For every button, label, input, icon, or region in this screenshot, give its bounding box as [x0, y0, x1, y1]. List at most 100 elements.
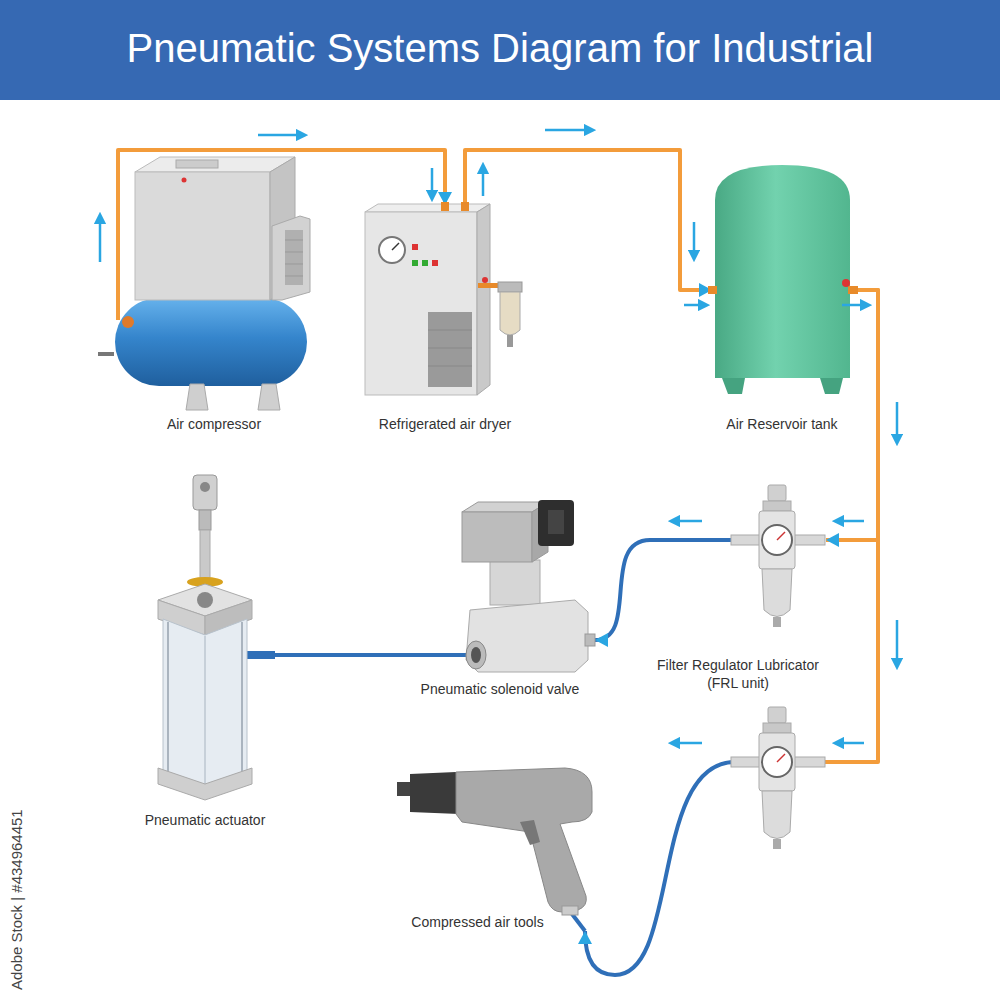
frl-unit-illustration — [650, 485, 825, 627]
pneumatic-actuator-illustration-part — [158, 768, 252, 800]
flow-arrows-part — [482, 168, 485, 196]
flow-arrows-part — [693, 222, 696, 256]
component-node: Air Reservoir tank — [712, 160, 852, 433]
air-compressor-illustration-part — [182, 178, 187, 183]
flow-arrows-part — [838, 520, 864, 523]
component-node: Compressed air tools — [395, 765, 600, 931]
component-label: Pneumatic solenoid valve — [415, 680, 585, 698]
arrow-head — [595, 633, 608, 647]
impact-tool-illustration-part — [397, 782, 411, 796]
reservoir-tank-illustration-part — [820, 378, 843, 394]
label-group: Filter Regulator Lubricator (FRL unit) — [650, 656, 826, 692]
air-dryer-illustration-part — [507, 335, 513, 347]
label-group: Air compressor — [118, 415, 310, 433]
air-compressor-illustration-part — [135, 157, 295, 172]
pneumatic-actuator-illustration — [158, 475, 275, 800]
air-dryer-illustration-part — [422, 260, 428, 266]
air-dryer-illustration-part — [365, 212, 477, 395]
air-dryer-illustration-part — [482, 277, 488, 283]
impact-tool-illustration-part — [562, 906, 578, 915]
air-compressor-illustration-part — [186, 384, 208, 410]
pneumatic-actuator-illustration-part — [193, 475, 217, 510]
component-label: Air Reservoir tank — [702, 415, 862, 433]
reservoir-tank-illustration-part — [708, 286, 717, 294]
air-compressor-illustration-part — [98, 352, 114, 356]
air-dryer-illustration-part — [428, 348, 472, 349]
flow-arrows-part — [99, 218, 102, 262]
reservoir-tank-illustration-part — [715, 165, 850, 378]
frl-unit-illustration-part — [650, 538, 733, 542]
component-label: Air compressor — [118, 415, 310, 433]
pneumatic-actuator-illustration-part — [241, 622, 243, 772]
diagram-title: Pneumatic Systems Diagram for Industrial — [0, 24, 1000, 72]
air-dryer-illustration-part — [365, 204, 490, 212]
solenoid-valve-illustration — [425, 500, 595, 672]
air-hose — [275, 653, 425, 657]
flow-arrows — [100, 130, 897, 743]
flow-arrows-part — [842, 304, 866, 307]
component-node: Pneumatic actuator — [135, 455, 275, 829]
frl-unit-illustration-part — [731, 485, 825, 627]
air-dryer-illustration-part — [379, 237, 405, 263]
air-line-connector — [578, 290, 878, 975]
air-line-connector — [595, 540, 650, 647]
flow-arrows-part — [896, 402, 899, 440]
air-dryer-illustration-part — [477, 204, 490, 395]
component-label: Compressed air tools — [395, 913, 560, 931]
title-banner — [0, 0, 1000, 100]
impact-tool-illustration-part — [456, 768, 592, 912]
solenoid-valve-illustration-part — [471, 647, 481, 663]
flow-arrows-part — [674, 742, 702, 745]
air-dryer-illustration-part — [428, 312, 472, 387]
air-compressor-illustration-part — [285, 240, 303, 241]
impact-tool-illustration-part — [520, 820, 540, 845]
arrow-head — [826, 533, 839, 547]
label-group: Pneumatic solenoid valve — [415, 680, 585, 698]
air-hose — [595, 540, 650, 640]
air-compressor-illustration-part — [122, 316, 134, 328]
label-group: Refrigerated air dryer — [360, 415, 530, 433]
solenoid-valve-illustration-part — [466, 641, 486, 669]
pneumatic-actuator-illustration-part — [204, 636, 206, 786]
air-dryer-illustration-part — [428, 330, 472, 331]
arrow-head — [578, 931, 592, 944]
air-dryer-illustration-part — [498, 282, 522, 292]
reservoir-tank-illustration-part — [848, 286, 858, 294]
reservoir-tank-illustration — [708, 165, 858, 394]
flow-arrows-part — [838, 742, 864, 745]
air-dryer-illustration-part — [392, 243, 399, 250]
frl-unit-illustration — [731, 707, 825, 849]
flow-arrows-part — [684, 304, 704, 307]
impact-tool-illustration-part — [410, 772, 459, 814]
air-dryer-illustration-part — [412, 260, 418, 266]
impact-tool-illustration — [397, 768, 592, 931]
air-dryer-illustration-part — [432, 260, 438, 266]
label-group: Compressed air tools — [395, 913, 560, 931]
label-group: Pneumatic actuator — [135, 811, 275, 829]
solenoid-valve-illustration-part — [425, 653, 470, 657]
impact-tool-illustration-part — [572, 914, 585, 931]
pneumatic-actuator-illustration-part — [167, 622, 169, 772]
flow-arrows-part — [545, 129, 590, 132]
solenoid-valve-illustration-part — [462, 512, 532, 562]
air-pipe — [465, 150, 712, 290]
component-node: Refrigerated air dryer — [360, 205, 530, 433]
pneumatic-actuator-illustration-part — [199, 510, 211, 530]
solenoid-valve-illustration-part — [538, 500, 574, 546]
air-compressor-illustration-part — [115, 298, 307, 386]
solenoid-valve-illustration-part — [585, 634, 595, 646]
air-compressor-illustration-part — [285, 264, 303, 265]
component-node: Pneumatic solenoid valve — [425, 500, 595, 698]
reservoir-tank-illustration-part — [842, 279, 850, 287]
pneumatic-actuator-illustration-part — [247, 651, 275, 659]
air-dryer-illustration — [365, 202, 522, 395]
air-compressor-illustration-part — [258, 384, 280, 410]
air-dryer-illustration-part — [478, 283, 500, 288]
component-label: Filter Regulator Lubricator (FRL unit) — [650, 656, 826, 692]
air-compressor-illustration-part — [285, 252, 303, 253]
air-dryer-illustration-part — [500, 292, 520, 335]
pneumatic-actuator-illustration-part — [200, 482, 210, 492]
air-dryer-illustration-part — [428, 366, 472, 367]
